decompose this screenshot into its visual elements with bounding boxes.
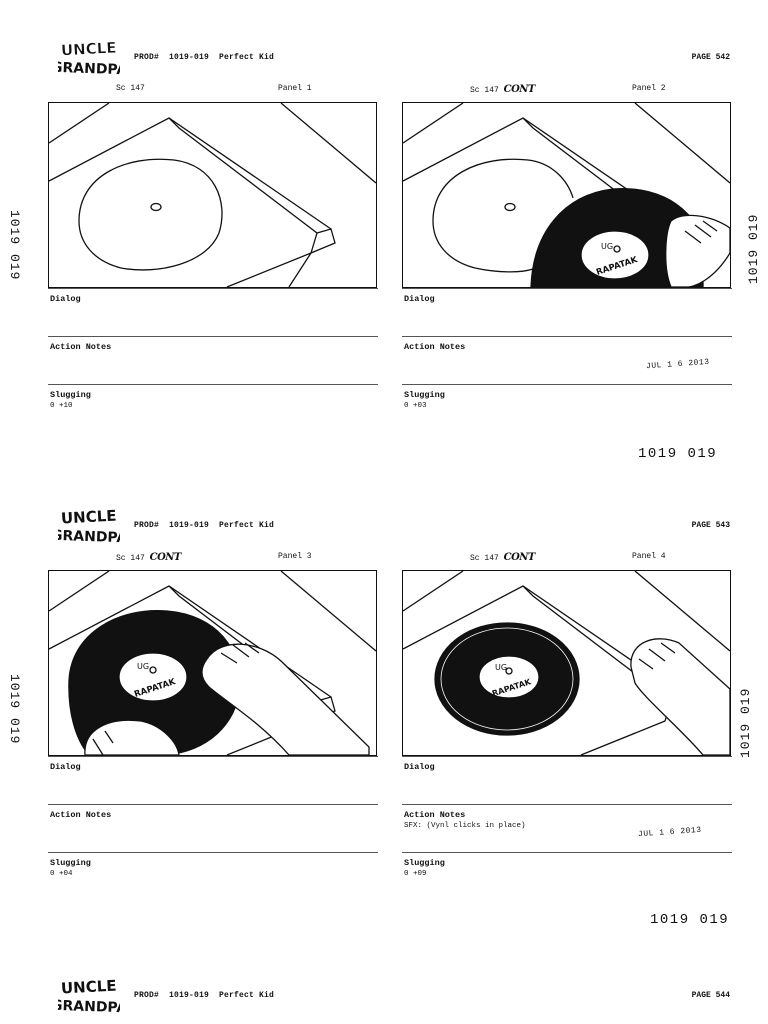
storyboard-page-543: UNCLE GRANDPA PROD# 1019-019 Perfect Kid… [0, 507, 768, 976]
svg-text:GRANDPA: GRANDPA [58, 60, 120, 79]
side-stamp-right: 1019 019 [746, 213, 761, 284]
panel-drawing [48, 102, 377, 288]
slugging-label: Slugging [404, 858, 445, 868]
dialog-label: Dialog [50, 762, 81, 772]
action-notes-text: SFX: (Vynl clicks in place) [404, 822, 526, 830]
storyboard-page-544: UNCLE GRANDPA PROD# 1019-019 Perfect Kid… [0, 978, 768, 1024]
cont-mark: CONT [149, 552, 182, 563]
svg-text:GRANDPA: GRANDPA [58, 998, 120, 1017]
slugging-value: 0 +09 [404, 870, 427, 878]
action-notes-label: Action Notes [404, 342, 466, 352]
production-info: PROD# 1019-019 Perfect Kid [134, 521, 275, 530]
scene-number: Sc 147 [116, 84, 145, 93]
dialog-label: Dialog [404, 762, 435, 772]
side-stamp-left: 1019 019 [7, 674, 22, 745]
panel-number: Panel 3 [278, 552, 312, 561]
panel-3: Sc 147 CONT Panel 3 UG RAPATAK Dialog [48, 552, 378, 900]
number-stamp: 1019 019 [650, 912, 730, 928]
page-number: PAGE 544 [691, 991, 730, 1000]
page-number: PAGE 542 [691, 53, 730, 62]
action-notes-label: Action Notes [50, 810, 112, 820]
uncle-grandpa-logo: UNCLE GRANDPA [58, 37, 120, 81]
slugging-label: Slugging [404, 390, 445, 400]
side-stamp-left: 1019 019 [7, 210, 22, 281]
production-info: PROD# 1019-019 Perfect Kid [134, 991, 275, 1000]
svg-text:GRANDPA: GRANDPA [58, 528, 120, 547]
slugging-value: 0 +10 [50, 402, 73, 410]
panel-drawing: UG RAPATAK [402, 102, 731, 288]
number-stamp: 1019 019 [638, 446, 718, 462]
uncle-grandpa-logo: UNCLE GRANDPA [58, 507, 120, 547]
scene-number: Sc 147 CONT [116, 552, 181, 563]
cont-mark: CONT [503, 84, 536, 95]
record-label-ug: UG [137, 662, 149, 671]
panel-drawing: UG RAPATAK [48, 570, 377, 756]
slugging-label: Slugging [50, 858, 91, 868]
storyboard-page-542: UNCLE GRANDPA PROD# 1019-019 Perfect Kid… [0, 37, 768, 508]
dialog-label: Dialog [50, 294, 81, 304]
panel-drawing: UG RAPATAK [402, 570, 731, 756]
scene-number: Sc 147 CONT [470, 552, 535, 563]
slugging-value: 0 +03 [404, 402, 427, 410]
dialog-label: Dialog [404, 294, 435, 304]
page-number: PAGE 543 [691, 521, 730, 530]
panel-4: Sc 147 CONT Panel 4 UG RAPATAK Dialog Ac… [402, 552, 732, 900]
svg-text:UNCLE: UNCLE [61, 507, 117, 528]
uncle-grandpa-logo: UNCLE GRANDPA [58, 978, 120, 1017]
svg-text:UNCLE: UNCLE [61, 978, 117, 997]
record-label-ug: UG [601, 242, 613, 251]
panel-number: Panel 2 [632, 84, 666, 93]
record-label-ug: UG [495, 663, 507, 672]
cont-mark: CONT [503, 552, 536, 563]
panel-number: Panel 4 [632, 552, 666, 561]
slugging-label: Slugging [50, 390, 91, 400]
side-stamp-right: 1019 019 [738, 687, 753, 758]
panel-number: Panel 1 [278, 84, 312, 93]
production-info: PROD# 1019-019 Perfect Kid [134, 53, 275, 62]
action-notes-label: Action Notes [50, 342, 112, 352]
panel-1: Sc 147 Panel 1 Dialog Action Notes Slugg… [48, 84, 378, 432]
slugging-value: 0 +04 [50, 870, 73, 878]
panel-2: Sc 147 CONT Panel 2 UG RAPATAK Dialog [402, 84, 732, 432]
svg-text:UNCLE: UNCLE [61, 39, 117, 60]
action-notes-label: Action Notes [404, 810, 466, 820]
scene-number: Sc 147 CONT [470, 84, 535, 95]
